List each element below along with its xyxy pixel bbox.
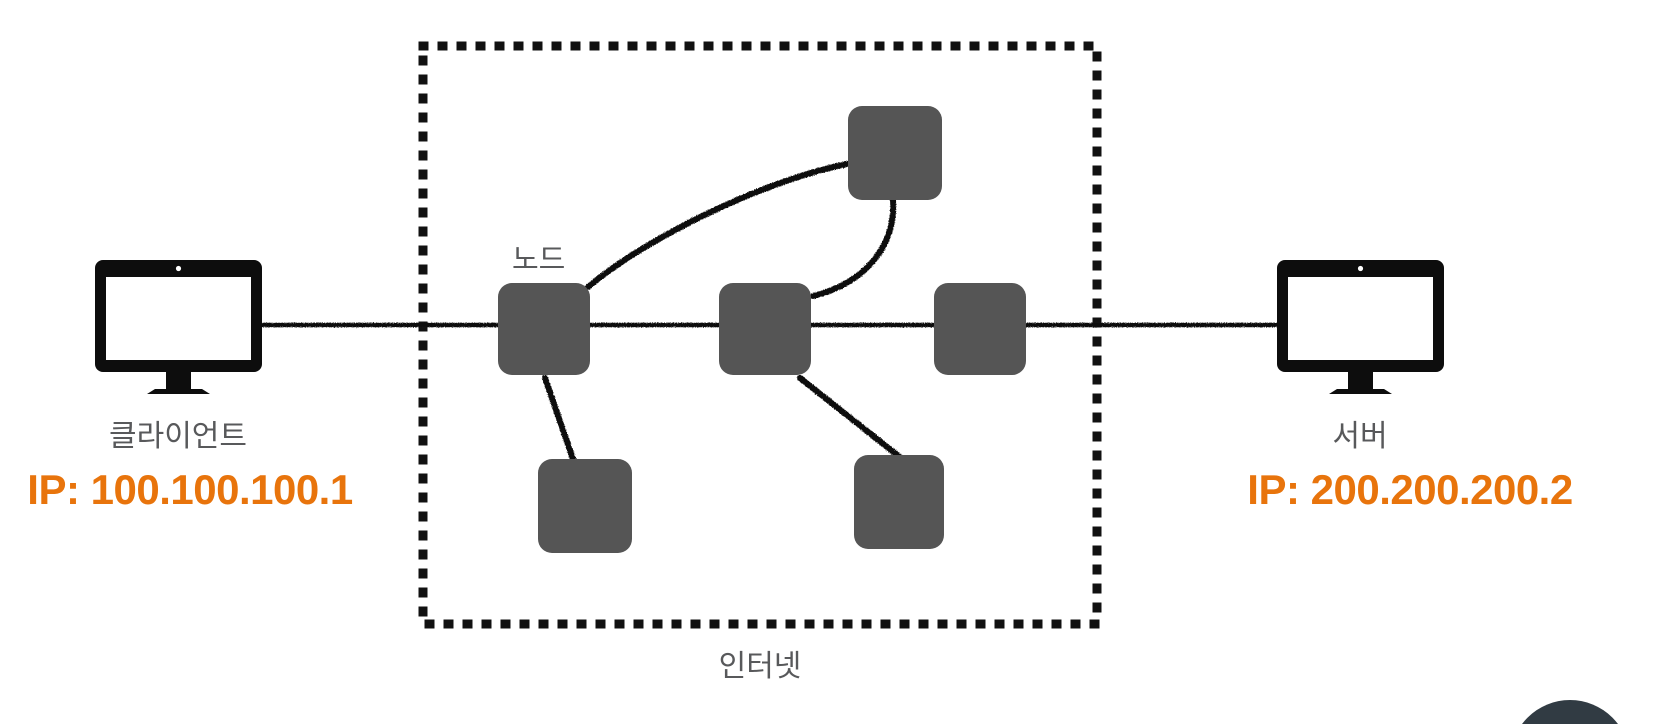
client-monitor-neck	[166, 372, 191, 389]
server-monitor-camera-dot	[1357, 265, 1364, 272]
node-top[interactable]	[848, 106, 942, 200]
node-bus-3[interactable]	[934, 283, 1026, 375]
node-caption: 노드	[512, 244, 566, 276]
client-monitor-camera-dot	[175, 265, 182, 272]
server-monitor-neck	[1348, 372, 1373, 389]
internet-label: 인터넷	[718, 650, 802, 683]
server-ip-label: IP: 200.200.200.2	[1247, 466, 1573, 513]
client-monitor-screen	[106, 277, 251, 360]
server-label: 서버	[1332, 420, 1388, 453]
link-topnode-to-node2	[810, 197, 897, 299]
node-lower-left[interactable]	[538, 459, 632, 553]
node-bus-1[interactable]	[498, 283, 590, 375]
server-monitor-base	[1329, 389, 1392, 394]
client-label: 클라이언트	[109, 420, 247, 453]
client-monitor-base	[147, 389, 210, 394]
node-bus-2[interactable]	[719, 283, 811, 375]
link-node1-to-topnode	[585, 160, 855, 290]
link-node1-to-lowerleft	[542, 375, 577, 465]
client-ip-label: IP: 100.100.100.1	[27, 466, 353, 513]
link-node2-to-lowerright	[797, 375, 904, 461]
server-monitor-screen	[1288, 277, 1433, 360]
circular-logo-shape	[1522, 700, 1618, 724]
node-lower-right[interactable]	[854, 455, 944, 549]
